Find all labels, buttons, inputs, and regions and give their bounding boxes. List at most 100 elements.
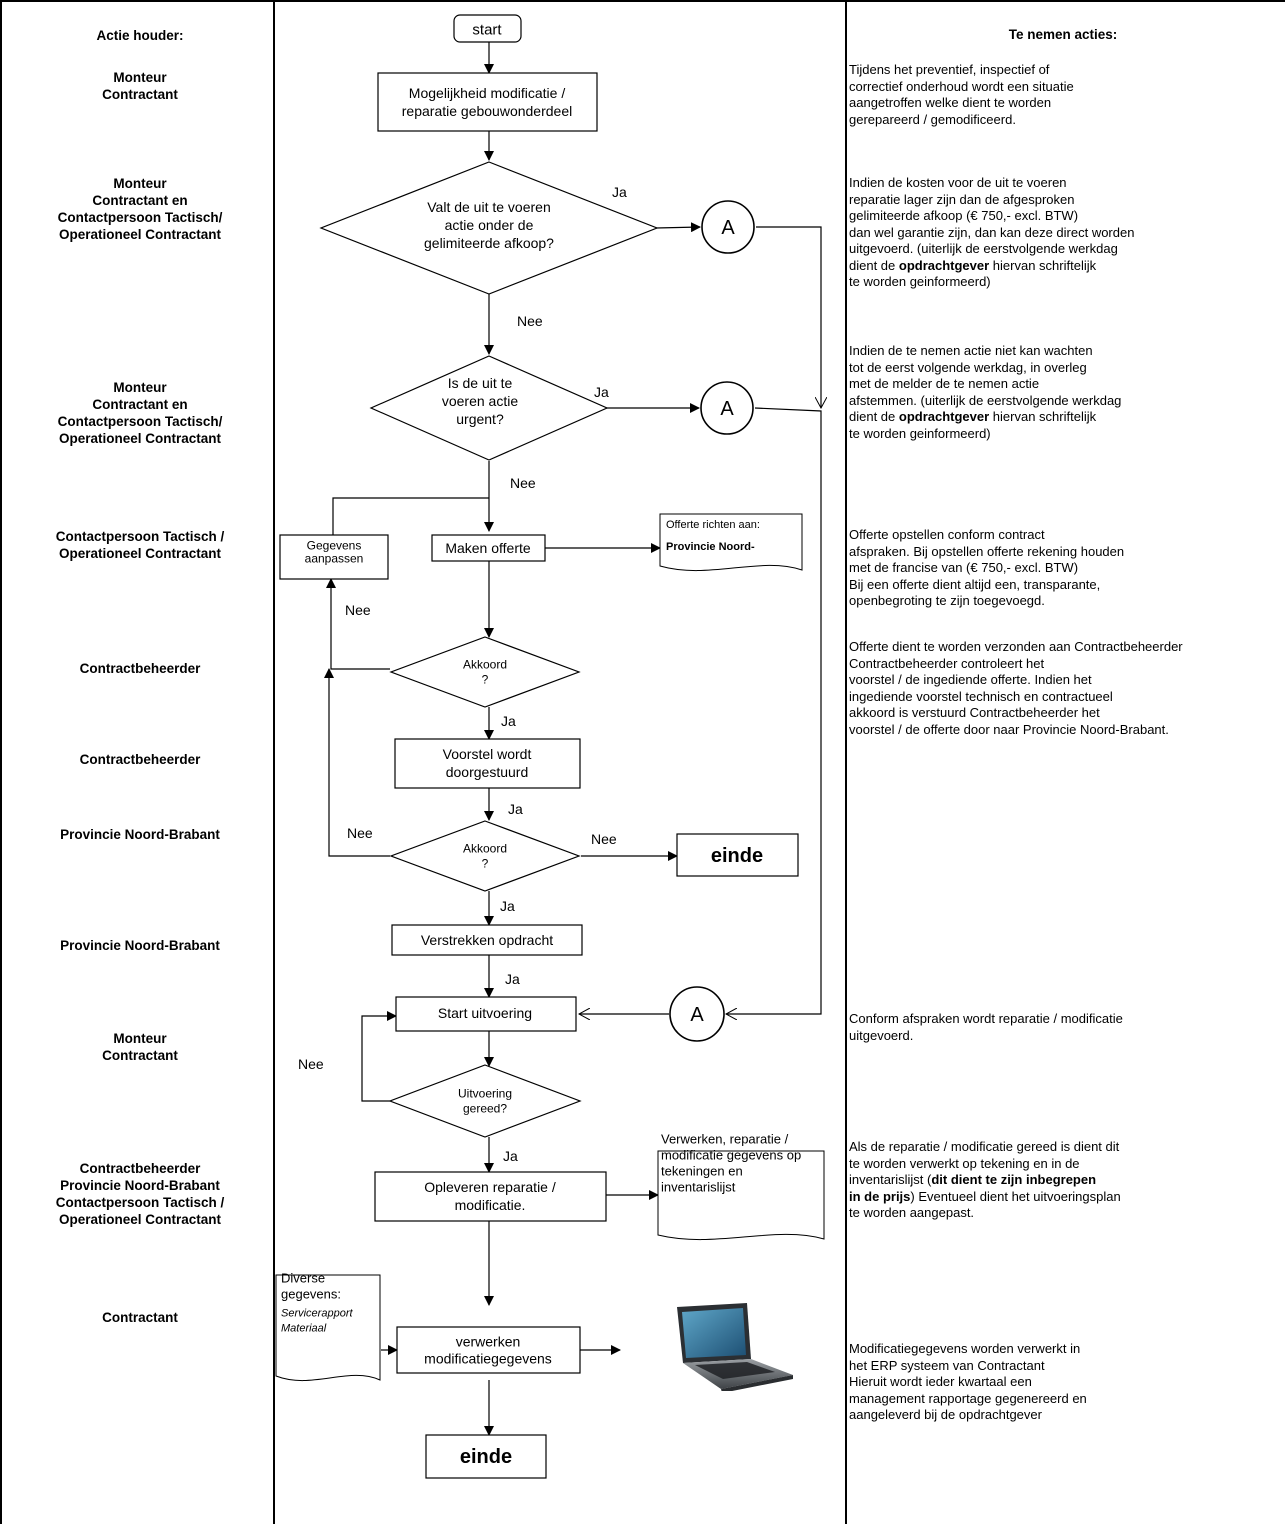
edge-label: Nee: [347, 825, 373, 841]
document-label: tekeningen en: [661, 1164, 743, 1179]
action-line: het ERP systeem van Contractant: [849, 1357, 1045, 1373]
action-description: Offerte dient te worden verzonden aan Co…: [849, 639, 1281, 738]
node-label: Verstrekken opdracht: [421, 932, 553, 948]
start-node: [453, 14, 522, 43]
node-label: Is de uit te: [448, 375, 513, 391]
arrow: [361, 1011, 397, 1102]
node-label: Valt de uit te voeren: [427, 199, 550, 215]
document-label: Provincie Noord-: [666, 541, 755, 553]
action-line: gerepareerd / gemodificeerd.: [849, 111, 1016, 127]
node-label: Akkoord: [463, 842, 507, 856]
edge-label: Ja: [501, 713, 516, 729]
node-label: Maken offerte: [445, 540, 531, 556]
action-line: afspraken. Bij opstellen offerte rekenin…: [849, 543, 1125, 559]
action-line: dan wel garantie zijn, dan kan deze dire…: [849, 224, 1135, 240]
decision-diamond: [319, 161, 659, 295]
document-shape: [659, 513, 803, 572]
process-box: [396, 1326, 581, 1374]
document-shape: [657, 1150, 825, 1241]
action-line: Modificatiegegevens worden verwerkt in: [849, 1341, 1081, 1356]
action-line: Als de reparatie / modificatie gereed is…: [849, 1139, 1120, 1154]
decision-diamond: [389, 636, 581, 708]
action-line: te worden aangepast.: [849, 1205, 975, 1220]
action-line: Tijdens het preventief, inspectief of: [849, 62, 1050, 77]
column-divider-2: [845, 0, 847, 1524]
connector-a: [669, 986, 725, 1042]
action-line: Offerte dient te worden verzonden aan Co…: [849, 639, 1183, 654]
action-line: met de melder de te nemen actie: [849, 376, 1040, 391]
connector-label: A: [721, 217, 735, 239]
process-box: [431, 534, 546, 562]
node-label: voeren actie: [442, 393, 518, 409]
edge-label: Nee: [345, 602, 371, 618]
role-label: Provincie Noord-Brabant: [60, 827, 220, 842]
document-label: Diverse: [281, 1271, 325, 1286]
edge-label: Ja: [500, 898, 515, 914]
action-line: Bij een offerte dient altijd een, transp…: [849, 576, 1101, 592]
connector-a: [701, 200, 755, 254]
action-line: afstemmen. (uiterlijk de eerstvolgende w…: [849, 392, 1122, 408]
document-label: Offerte richten aan:: [666, 519, 760, 531]
connector-label: A: [690, 1004, 704, 1026]
edge-label: Nee: [591, 831, 617, 847]
action-line: te worden geinformeerd): [849, 274, 991, 289]
document-label: modificatie gegevens op: [661, 1148, 801, 1163]
decision-diamond: [389, 820, 581, 892]
node-label: doorgestuurd: [446, 764, 529, 780]
process-box: [391, 924, 583, 956]
action-line: correctief onderhoud wordt een situatie: [849, 78, 1074, 94]
role-label: Contractbeheerder: [79, 752, 201, 767]
decision-diamond: [369, 355, 609, 461]
action-line: inventarislijst (dit dient te zijn inbeg…: [849, 1172, 1097, 1187]
action-line: voorstel / de ingediende offerte. Indien…: [849, 672, 1092, 687]
node-label: modificatie.: [455, 1197, 526, 1213]
node-label: ?: [482, 673, 489, 687]
action-description: Conform afspraken wordt reparatie / modi…: [849, 1011, 1281, 1044]
role-label: Monteur Contractant en Contactpersoon Ta…: [57, 176, 223, 242]
edge-label: Ja: [503, 1148, 518, 1164]
node-label: urgent?: [456, 411, 504, 427]
column-divider-left: [0, 0, 2, 1524]
node-label: gereed?: [463, 1102, 507, 1116]
action-line: Indien de te nemen actie niet kan wachte…: [849, 343, 1093, 358]
start-label: start: [472, 21, 502, 38]
document-label: Servicerapport: [281, 1307, 353, 1319]
document-shape: [275, 1274, 381, 1382]
role-label: Provincie Noord-Brabant: [60, 938, 220, 953]
end-node: [425, 1434, 547, 1479]
role-label: Monteur Contractant: [102, 70, 178, 102]
action-line: gelimiteerde afkoop (€ 750,- excl. BTW): [849, 208, 1079, 223]
action-line: voorstel / de offerte door naar Provinci…: [849, 721, 1169, 737]
process-box: [395, 996, 577, 1032]
edge-label: Ja: [594, 384, 609, 400]
connector-a: [700, 381, 754, 435]
arrow: [326, 578, 390, 670]
action-line: Conform afspraken wordt reparatie / modi…: [849, 1011, 1123, 1026]
edge-label: Ja: [508, 801, 523, 817]
action-line: Offerte opstellen conform contract: [849, 527, 1045, 542]
action-line: ingediende voorstel technisch en contrac…: [849, 688, 1113, 704]
node-label: actie onder de: [445, 217, 534, 233]
node-label: Gegevens: [307, 539, 362, 553]
action-line: te worden verwerkt op tekening en in de: [849, 1155, 1080, 1171]
edge-label: Nee: [510, 475, 536, 491]
laptop-icon: [677, 1303, 793, 1391]
action-line: dient de opdrachtgever hiervan schriftel…: [849, 409, 1097, 424]
action-line: management rapportage gegenereerd en: [849, 1390, 1087, 1406]
document-label: Verwerken, reparatie /: [661, 1132, 789, 1147]
node-label: ?: [482, 857, 489, 871]
action-line: tot de eerst volgende werkdag, in overle…: [849, 359, 1087, 375]
action-line: akkoord is verstuurd Contractbeheerder h…: [849, 705, 1100, 720]
role-label: Contractbeheerder: [79, 661, 201, 676]
document-label: Materiaal: [281, 1322, 327, 1334]
action-description: Als de reparatie / modificatie gereed is…: [849, 1139, 1281, 1222]
role-label: Contractant: [102, 1310, 178, 1325]
role-label: Contactpersoon Tactisch / Operationeel C…: [55, 529, 225, 561]
node-label: Akkoord: [463, 658, 507, 672]
action-line: uitgevoerd.: [849, 1027, 914, 1043]
